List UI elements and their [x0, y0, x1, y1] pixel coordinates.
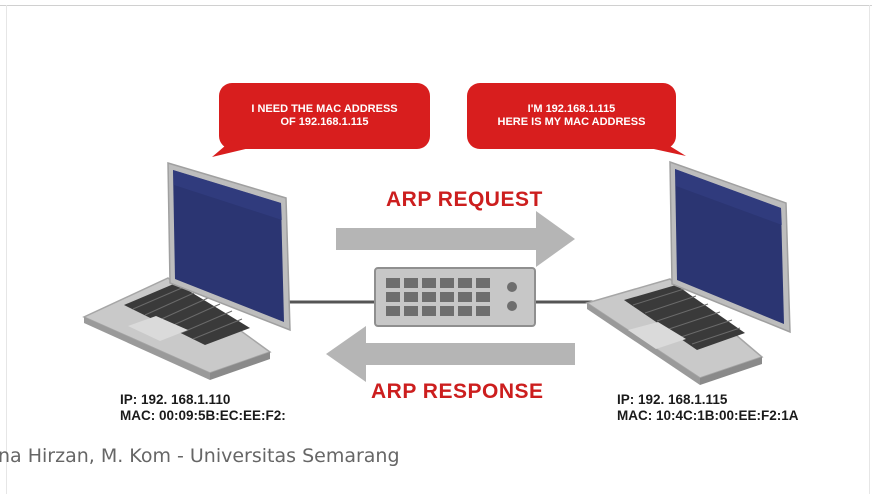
right-border: [869, 5, 870, 494]
network-switch: [374, 267, 536, 327]
left-border: [6, 5, 7, 494]
left-bubble-text: I NEED THE MAC ADDRESS OF 192.168.1.115: [219, 103, 430, 129]
right-bubble-line1: I'M 192.168.1.115: [527, 103, 616, 115]
left-bubble-line2: OF 192.168.1.115: [280, 116, 369, 128]
right-host-ip: IP: 192. 168.1.115: [617, 392, 728, 407]
left-host-ip: IP: 192. 168.1.110: [120, 392, 231, 407]
left-laptop: [82, 161, 291, 380]
top-border: [0, 5, 872, 6]
footer-caption: na Hirzan, M. Kom - Universitas Semarang: [0, 445, 400, 467]
right-bubble-text: I'M 192.168.1.115 HERE IS MY MAC ADDRESS: [467, 103, 676, 129]
right-bubble-line2: HERE IS MY MAC ADDRESS: [497, 116, 646, 128]
arp-request-label: ARP REQUEST: [386, 188, 543, 211]
right-host-mac: MAC: 10:4C:1B:00:EE:F2:1A: [617, 408, 799, 423]
left-host-mac: MAC: 00:09:5B:EC:EE:F2:: [120, 408, 286, 423]
arp-response-label: ARP RESPONSE: [371, 380, 544, 403]
right-host-info: IP: 192. 168.1.115 MAC: 10:4C:1B:00:EE:F…: [617, 392, 799, 424]
arp-response-arrow: [326, 326, 575, 382]
left-speech-bubble: [212, 83, 430, 157]
left-host-info: IP: 192. 168.1.110 MAC: 00:09:5B:EC:EE:F…: [120, 392, 286, 424]
right-laptop: [585, 160, 791, 385]
arp-request-arrow: [336, 211, 575, 267]
left-bubble-line1: I NEED THE MAC ADDRESS: [251, 103, 398, 115]
right-speech-bubble: [467, 83, 686, 156]
